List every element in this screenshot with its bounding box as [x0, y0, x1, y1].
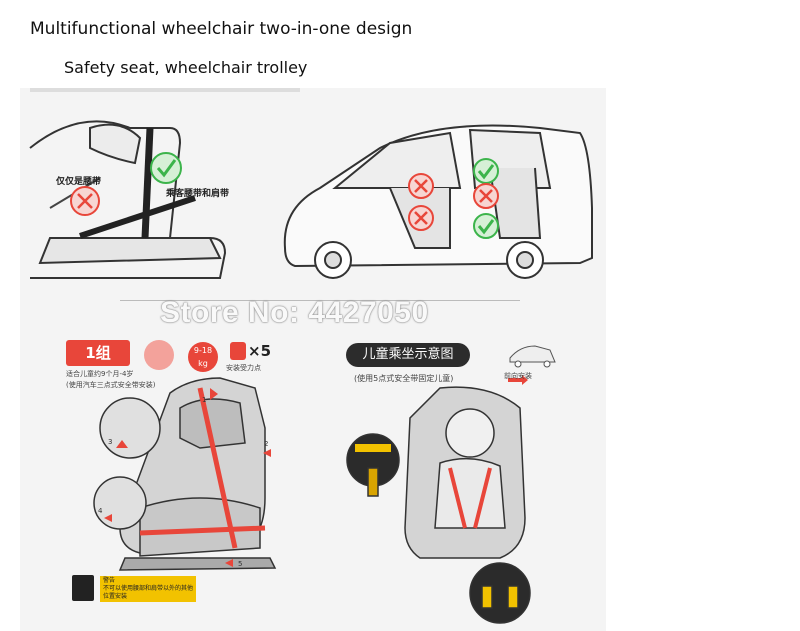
svg-text:5: 5 [238, 560, 242, 568]
group-belt-note: (使用汽车三点式安全带安装) [66, 381, 156, 389]
child-seating-note: (使用5点式安全带固定儿童) [354, 374, 454, 383]
svg-text:4: 4 [98, 507, 103, 515]
group-badge: 1组 [66, 340, 130, 366]
warning-note: 警告 不可以使用腰部和肩带以外的其他位置安装 [100, 576, 196, 602]
lap-shoulder-belt-label: 乘客腰带和肩带 [166, 189, 230, 199]
child-seating-title: 儿童乘坐示意图 [346, 343, 470, 367]
forward-car-icon [509, 345, 556, 368]
callout-arrows [104, 375, 528, 567]
car-outline [283, 124, 593, 279]
warning-icon [72, 575, 94, 601]
heading-subtitle: Safety seat, wheelchair trolley [64, 58, 308, 77]
heading-title: Multifunctional wheelchair two-in-one de… [30, 19, 413, 39]
store-watermark: Store No: 4427050 [160, 296, 429, 329]
car-seat-belt-diagram [29, 120, 227, 279]
svg-text:3: 3 [108, 438, 112, 446]
warning-title: 警告 [103, 577, 116, 584]
illustration-drawing: 1 2 3 4 5 [29, 88, 593, 624]
group-age-note: 适合儿童约9个月-4岁 [66, 370, 134, 378]
child-in-seat-diagram [346, 386, 531, 624]
weight-unit: kg [198, 359, 208, 368]
force-points-count: ×5 [248, 342, 272, 360]
forward-install-label: 前向安装 [504, 372, 532, 380]
force-point-icon [230, 342, 246, 360]
seat-install-diagram [93, 377, 277, 571]
product-illustration: 1 2 3 4 5 Store No: 4427050 仅仅是腰带 乘客腰带和肩… [20, 88, 606, 631]
svg-text:2: 2 [264, 440, 268, 448]
watermark-divider [120, 300, 520, 301]
callout-number-labels: 1 2 3 4 5 [98, 396, 268, 568]
force-points-label: 安装受力点 [226, 364, 261, 372]
svg-text:1: 1 [202, 396, 206, 404]
lap-belt-only-label: 仅仅是腰带 [56, 177, 102, 187]
child-face-icon [144, 340, 174, 370]
weight-range: 9-18 [193, 346, 213, 355]
weight-badge: 9-18 kg [188, 342, 218, 372]
warning-text: 不可以使用腰部和肩带以外的其他位置安装 [103, 585, 194, 600]
